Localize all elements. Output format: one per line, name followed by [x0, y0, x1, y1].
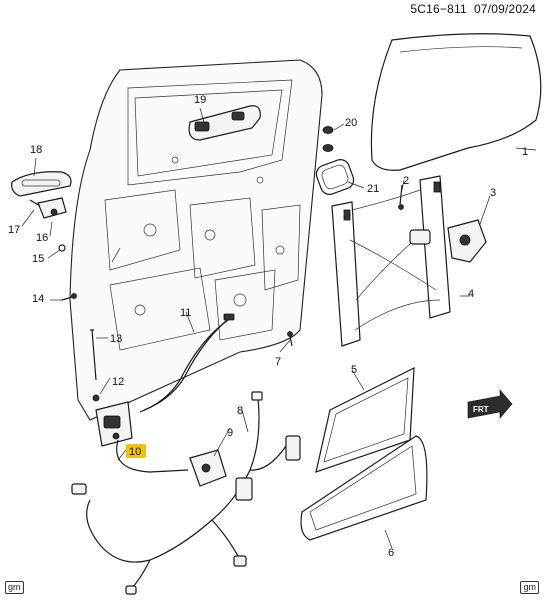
inside-handle-bracket — [188, 105, 261, 141]
callout-18: 18 — [30, 144, 42, 156]
gm-logo-right: gm — [520, 581, 539, 594]
callout-2: 2 — [403, 175, 409, 187]
diagram-header: 5C16−811 07/09/2024 — [410, 2, 536, 16]
callout-10-highlight — [126, 444, 146, 458]
mounting-bolt — [61, 293, 77, 301]
front-label: FRT — [473, 405, 489, 414]
callout-21: 21 — [367, 183, 379, 195]
lock-rod — [90, 329, 97, 381]
callout-10: 10 — [129, 446, 141, 458]
door-latch-assembly — [95, 401, 133, 447]
callout-9: 9 — [227, 427, 233, 439]
sound-barrier — [300, 435, 428, 541]
panel-screw — [287, 331, 293, 347]
release-cable — [139, 313, 235, 413]
callout-19: 19 — [194, 94, 206, 106]
callout-5: 5 — [351, 364, 357, 376]
regulator-motor — [409, 219, 487, 263]
callouts: 1 2 3 4 5 6 7 8 9 10 11 12 13 14 15 16 1… — [8, 94, 528, 559]
callout-4: 4 — [468, 288, 474, 300]
lock-actuator — [189, 449, 227, 487]
callout-14: 14 — [32, 293, 44, 305]
callout-3: 3 — [490, 187, 496, 199]
callout-12: 12 — [112, 376, 124, 388]
callout-8: 8 — [237, 405, 243, 417]
window-regulator — [331, 175, 451, 347]
callout-17: 17 — [8, 224, 20, 236]
door-inner-panel — [69, 59, 323, 421]
regulator-cable — [398, 184, 404, 210]
gm-logo-left: gm — [5, 581, 24, 594]
glass-run-seal — [315, 159, 355, 195]
callout-13: 13 — [110, 333, 122, 345]
callout-6: 6 — [388, 547, 394, 559]
door-wiring-harness — [71, 391, 301, 595]
outside-door-handle — [11, 171, 72, 197]
callout-20: 20 — [345, 117, 357, 129]
latch-cable — [116, 439, 189, 473]
callout-7: 7 — [275, 356, 281, 368]
callout-15: 15 — [32, 253, 44, 265]
handle-bracket — [29, 197, 67, 219]
diagram-date: 07/09/2024 — [473, 2, 536, 16]
callout-16: 16 — [36, 232, 48, 244]
callout-1: 1 — [522, 146, 528, 158]
leader-lines — [21, 107, 537, 549]
grommet-pair — [322, 126, 334, 152]
rod-clip — [58, 244, 66, 252]
callout-11: 11 — [180, 307, 191, 319]
window-glass — [370, 33, 542, 171]
front-arrow-icon — [467, 389, 513, 419]
lock-fastener — [92, 394, 100, 402]
front-direction-indicator: FRT — [467, 389, 513, 419]
water-deflector — [315, 367, 415, 473]
diagram-code: 5C16−811 — [410, 2, 467, 16]
